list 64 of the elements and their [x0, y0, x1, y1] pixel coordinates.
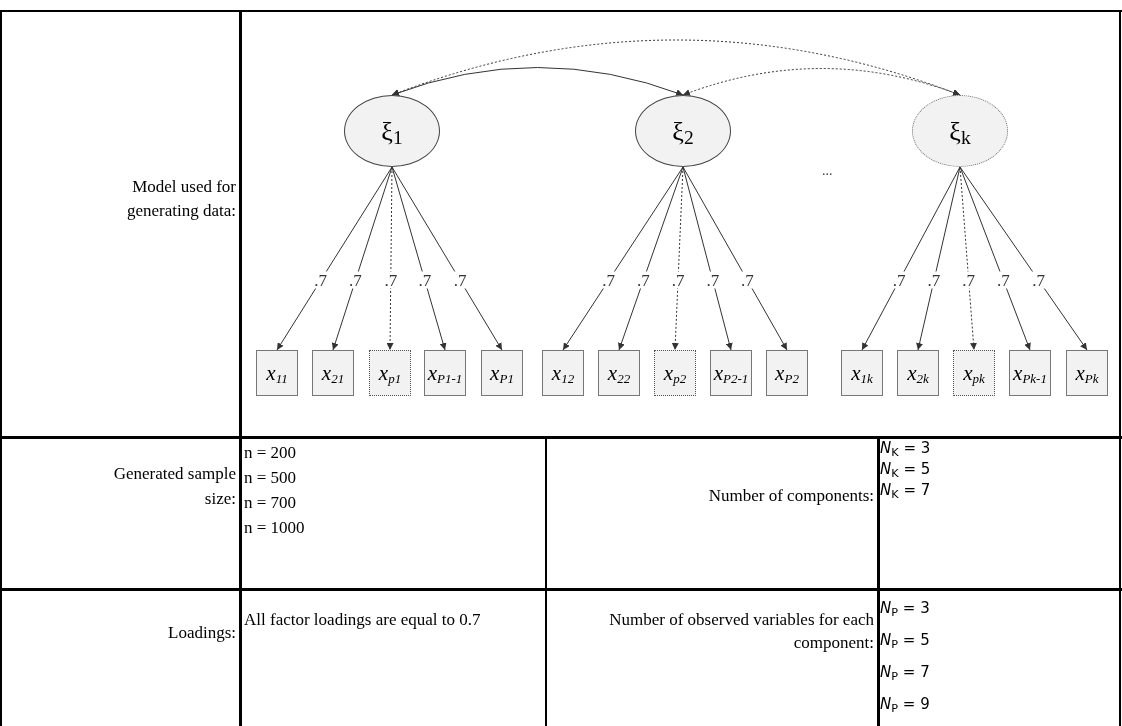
- table-value: All factor loadings are equal to 0.7: [244, 609, 482, 631]
- arrow: [682, 166, 733, 351]
- ellipsis: ...: [822, 162, 833, 180]
- observed-variable-box: x$_{21}$: [312, 350, 354, 396]
- observed-variable-box: x$_{Pk}$: [1066, 350, 1108, 396]
- arrow: [562, 166, 684, 351]
- edge-label: .7: [705, 271, 721, 289]
- arrow: [391, 166, 447, 351]
- observed-variable-box: x$_{p2}$: [654, 350, 696, 396]
- arrow: [959, 166, 1088, 351]
- observed-variable-box: x$_{22}$: [598, 350, 640, 396]
- observed-variable-box: x$_{P1-1}$: [424, 350, 466, 396]
- table-value: N$_{P}$ = 3: [880, 598, 930, 621]
- observed-variable-box: x$_{1k}$: [841, 350, 883, 396]
- arrow: [682, 166, 788, 351]
- edge-label: .7: [313, 271, 329, 289]
- table-value: n = 700: [244, 492, 298, 514]
- edge-label: .7: [452, 271, 468, 289]
- table-value: N$_{P}$ = 9: [880, 694, 930, 717]
- arrow: [618, 166, 684, 351]
- edge-label: .7: [961, 271, 977, 289]
- observed-variable-box: x$_{11}$: [256, 350, 298, 396]
- edge-label: .7: [740, 271, 755, 289]
- table-value: N$_{K}$ = 5: [880, 459, 931, 480]
- table-value: N$_{P}$ = 5: [880, 630, 930, 653]
- table-value: n = 200: [244, 442, 298, 464]
- latent-factor-ellipse: ξ$_{2}$: [635, 95, 731, 167]
- edge-label: .7: [635, 271, 651, 289]
- observed-variable-box: x$_{Pk-1}$: [1009, 350, 1051, 396]
- observed-variable-box: x$_{12}$: [542, 350, 584, 396]
- edge-label: .7: [1031, 271, 1047, 289]
- edge-label: .7: [383, 271, 399, 289]
- edge-label: .7: [417, 271, 433, 289]
- latent-factor-ellipse: ξ$_{1}$: [344, 95, 440, 167]
- arrow: [391, 166, 503, 351]
- row-label: Loadings:: [167, 622, 236, 644]
- edge-label: .7: [601, 271, 616, 289]
- row-label: Model used for generating data:: [125, 176, 236, 222]
- edge-label: .7: [891, 271, 907, 289]
- arrow: [861, 166, 961, 351]
- table-value: N$_{P}$ = 7: [880, 662, 930, 685]
- observed-variable-box: x$_{P2-1}$: [710, 350, 752, 396]
- arrow: [682, 68, 961, 96]
- observed-variable-box: x$_{P2}$: [766, 350, 808, 396]
- edge-label: .7: [348, 271, 363, 289]
- arrow: [916, 166, 961, 351]
- observed-variable-box: x$_{p1}$: [369, 350, 411, 396]
- arrow: [959, 166, 1031, 351]
- table-value: N$_{K}$ = 7: [880, 480, 931, 501]
- table-value: n = 500: [244, 467, 298, 489]
- observed-variable-box: x$_{P1}$: [481, 350, 523, 396]
- observed-variable-box: x$_{pk}$: [953, 350, 995, 396]
- arrow: [276, 166, 393, 351]
- edge-label: .7: [996, 271, 1011, 289]
- row-label: Generated sample size:: [112, 463, 236, 510]
- edge-label: .7: [670, 271, 686, 289]
- row-label: Number of components:: [707, 485, 874, 507]
- observed-variable-box: x$_{2k}$: [897, 350, 939, 396]
- table-value: N$_{K}$ = 3: [880, 438, 931, 459]
- latent-factor-ellipse: ξ$_{k}$: [912, 95, 1008, 167]
- edge-label: .7: [926, 271, 942, 289]
- arrow: [331, 166, 393, 351]
- row-label: Number of observed variables for each component:: [608, 609, 874, 654]
- table-value: n = 1000: [244, 517, 305, 539]
